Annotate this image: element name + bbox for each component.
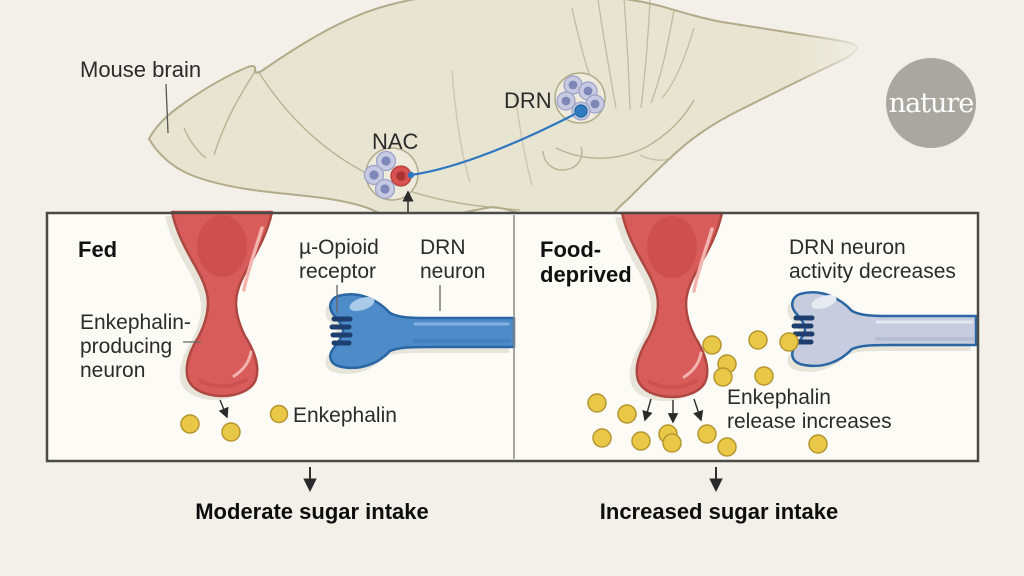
nac-drn-connection [410,111,580,177]
nac-cells [363,150,397,200]
enkephalin-neurons [170,210,724,399]
panel-frame [45,211,980,463]
mu-opioid-receptor-label: µ-Opioid receptor [299,236,379,283]
mouse-brain-illustration [148,0,870,253]
nature-logo-text: nature [888,88,975,119]
fed-panel-title: Fed [78,237,118,262]
mouse-brain-label: Mouse brain [80,57,202,82]
enkephalin-legend-dot [269,404,289,424]
increased-sugar-intake-label: Increased sugar intake [599,499,839,524]
release-arrow-fed [218,399,229,419]
release-arrow-deprived-1 [642,398,653,422]
mouse-brain-pointer-line [165,83,169,134]
enkephalin-dots-fed [180,414,241,442]
deprived-panel-title: Food- deprived [540,237,632,287]
enkephalin-release-label: Enkephalin release increases [727,386,892,433]
nac-label: NAC [372,129,419,154]
release-arrow-deprived-3 [693,398,704,422]
enkephalin-neuron-fed [170,210,274,398]
enkephalin-legend-label: Enkephalin [293,404,397,427]
drn-neuron-fed [329,293,516,370]
nature-logo-circle [886,58,976,148]
drn-label: DRN [504,88,552,113]
moderate-sugar-intake-label: Moderate sugar intake [195,499,429,524]
drn-neuron-deprived [791,291,978,368]
nac-enkephalin-cell-core [396,171,406,181]
label-pointer-lines [183,285,441,343]
enkephalin-neuron-deprived [620,211,724,399]
drn-cells [556,75,605,114]
drn-activity-label: DRN neuron activity decreases [789,236,956,283]
release-arrows [218,398,704,424]
enkephalin-dots-deprived [587,330,828,457]
enkephalin-dots [180,330,828,457]
drn-active-cell-core [574,104,588,118]
brainstem-fade [795,12,870,87]
drn-neuron-label: DRN neuron [420,236,486,283]
drn-region [554,72,606,124]
nac-region [363,147,419,201]
connection-terminal-dot [407,171,415,179]
enkephalin-producer-label: Enkephalin- producing neuron [80,311,191,382]
